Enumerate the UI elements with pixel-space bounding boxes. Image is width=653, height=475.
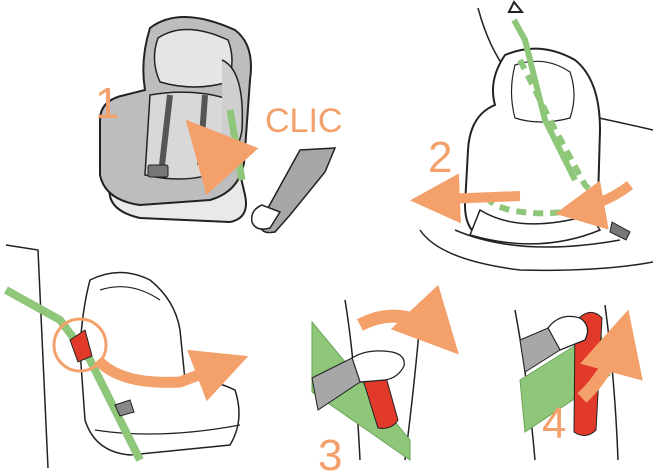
clic-label: CLIC [265,102,342,140]
step-number-1: 1 [95,79,119,128]
hand-3 [352,351,404,382]
belt-anchor [509,2,522,12]
hand-pulling-handle [252,148,335,233]
step-number-4: 4 [542,399,566,448]
panel-step-2: 2 [420,2,653,270]
panel-step-3: 3 [312,300,450,475]
step-number-3: 3 [318,431,342,475]
step-number-2: 2 [428,133,452,182]
arrow-left [420,196,520,200]
belt-clip [610,222,630,240]
panel-step-4: 4 [515,305,625,460]
panel-side-view [6,245,240,468]
rotate-arrow-3 [360,316,450,345]
panel-step-1: 1 CLIC [95,17,342,233]
